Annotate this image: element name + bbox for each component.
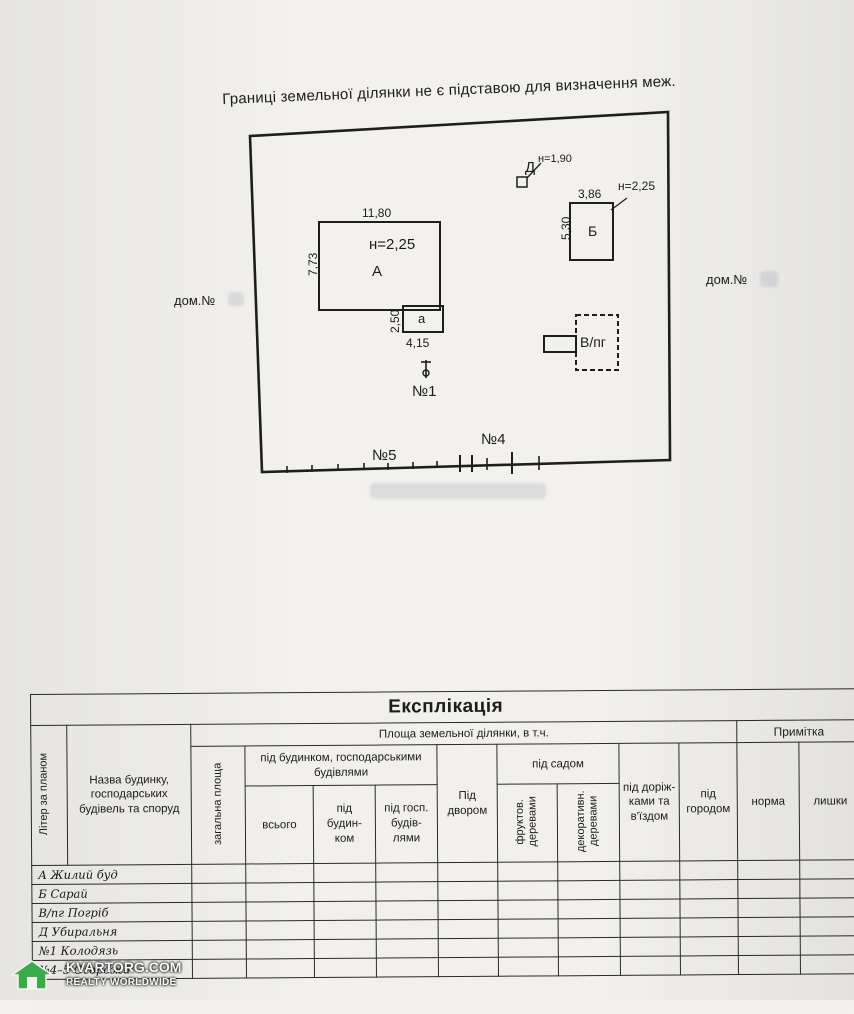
house-logo-icon (10, 960, 54, 990)
header-yard: Під двором (436, 744, 498, 863)
header-all: всього (245, 785, 314, 864)
watermark-subtitle: REALTY WORLDWIDE (66, 977, 177, 988)
watermark-brand: KVARTORG.COM (66, 959, 182, 975)
building-d-outline (516, 176, 528, 188)
row-entry: Д Убиральня (32, 921, 193, 942)
well-icon (421, 360, 431, 378)
redaction-street-name (370, 483, 546, 499)
header-roads: під дорiж-ками та в'їздом (618, 742, 680, 862)
cellar-entrance (543, 335, 577, 353)
row-entry: Б Сарай (31, 883, 192, 904)
annex-a-width: 4,15 (406, 336, 430, 350)
well-label: №1 (412, 383, 436, 400)
neighbor-right-label: дом.№ (706, 272, 747, 287)
building-a-outline (318, 221, 441, 311)
building-b-depth: 5,30 (559, 216, 573, 240)
building-b-letter: Б (588, 223, 597, 239)
header-under-outbuildings: під госп. будів-лями (375, 784, 438, 864)
building-d-height: н=1,90 (538, 153, 572, 165)
header-name: Назва будинку, господарських будівель та… (66, 724, 192, 866)
building-a-width: 11,80 (362, 206, 391, 220)
neighbor-left-label: дом.№ (174, 293, 215, 308)
building-b-width: 3,86 (578, 187, 602, 201)
explication-table: Експлікація Літер за планом Назва будинк… (30, 688, 854, 980)
building-a-height: н=2,25 (369, 236, 415, 253)
header-under-house: під будин-ком (313, 785, 376, 864)
annex-a-outline (402, 305, 444, 333)
row-entry: А Жилий буд (31, 864, 192, 885)
fence-marks (286, 452, 540, 474)
header-fruit: фруктов. деревами (497, 783, 558, 863)
header-norm: норма (736, 742, 800, 861)
header-under-buildings: під будинком, господарськими будівлями (244, 744, 438, 787)
annex-a-depth: 2,50 (388, 309, 402, 333)
header-total: загальна площа (190, 746, 246, 865)
row-entry: В/пг Погріб (31, 902, 193, 923)
fence-label-4: №4 (481, 431, 505, 448)
header-decorative: декоративн. деревами (557, 783, 620, 862)
fence-label-5: №5 (372, 447, 396, 464)
building-b-height-leader (610, 197, 628, 211)
header-letter-text: Літер за планом (36, 752, 50, 836)
header-vegetable: під городом (678, 742, 738, 861)
watermark: KVARTORG.COM REALTY WORLDWIDE (8, 955, 183, 995)
building-d-letter: Д (525, 159, 535, 176)
site-plan-drawing: дом.№ дом.№ 11,80 7,73 н=2,25 А а 2,50 4… (174, 110, 747, 474)
header-garden: під садом (496, 743, 620, 785)
redaction-left-house-number (228, 292, 244, 306)
building-b-outline (569, 202, 614, 261)
header-total-text: загальна площа (211, 762, 225, 845)
redaction-right-house-number (760, 271, 778, 287)
header-excess: лишки (798, 741, 854, 861)
building-a-depth: 7,73 (306, 252, 320, 276)
header-letter: Літер за планом (30, 725, 68, 866)
header-decorative-text: декоративн. деревами (574, 790, 600, 853)
building-d-leader (526, 162, 542, 179)
header-note: Примітка (736, 719, 854, 743)
cellar-outline (575, 314, 619, 371)
lot-boundary (248, 110, 672, 474)
building-b-height: н=2,25 (618, 179, 655, 193)
cellar-label: В/пг (580, 334, 606, 350)
annex-a-letter: а (418, 311, 426, 326)
building-a-letter: А (372, 263, 382, 280)
header-fruit-text: фруктов. деревами (513, 796, 539, 847)
